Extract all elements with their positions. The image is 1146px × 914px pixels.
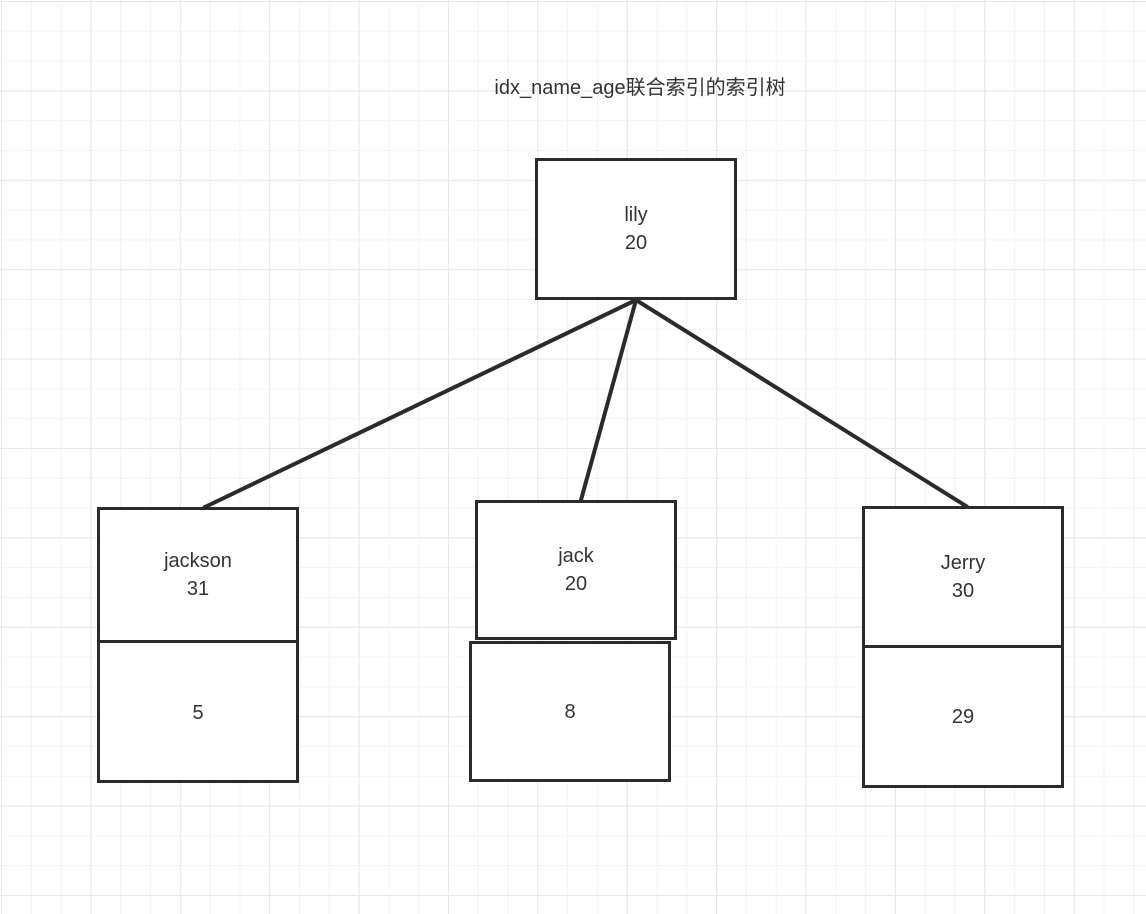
tree-node-middle-pk-box[interactable]: 8 [469,641,671,782]
tree-node-middle-key-box[interactable]: jack 20 [475,500,677,640]
root-name-value: lily [624,204,648,226]
right-pk-value: 29 [951,705,975,728]
tree-node-root[interactable]: lily 20 [535,158,737,300]
edge-root-to-right [633,297,969,509]
left-node-key-cell: jackson 31 [100,510,296,640]
edge-root-to-middle [578,297,639,503]
tree-node-left[interactable]: jackson 31 5 [97,507,299,783]
right-age-value: 30 [951,580,975,602]
middle-age-value: 20 [564,573,588,595]
root-age-value: 20 [624,232,648,254]
right-name-value: Jerry [940,552,986,574]
diagram-title: idx_name_age联合索引的索引树 [494,77,786,99]
edge-root-to-left [202,297,639,510]
right-node-pk-cell: 29 [865,645,1061,785]
tree-node-right[interactable]: Jerry 30 29 [862,506,1064,788]
left-pk-value: 5 [192,702,204,724]
left-age-value: 31 [186,578,210,600]
left-node-pk-cell: 5 [100,640,296,783]
left-name-value: jackson [164,550,232,572]
middle-name-value: jack [558,545,594,567]
right-node-key-cell: Jerry 30 [865,509,1061,645]
middle-pk-value: 8 [564,700,576,723]
